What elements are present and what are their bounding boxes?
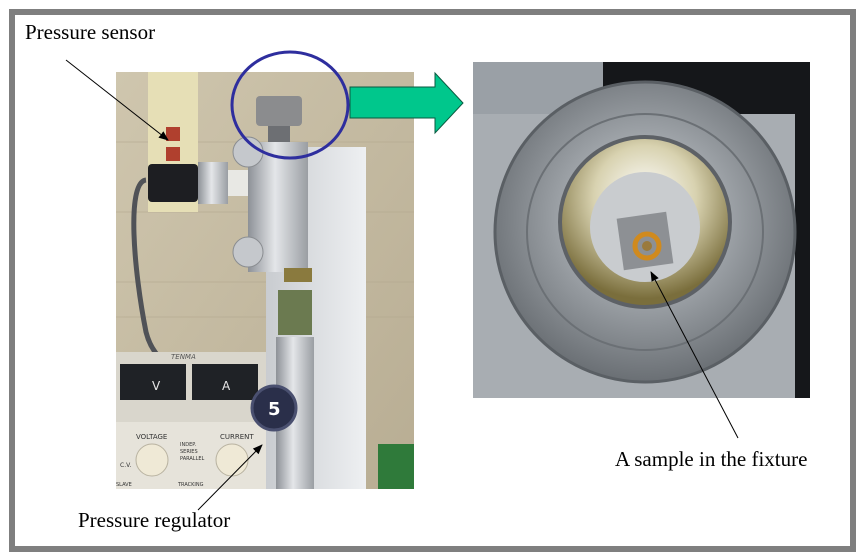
pressure-sensor xyxy=(148,162,248,204)
sample xyxy=(632,231,662,261)
meter-label-a: A xyxy=(222,379,231,393)
apparatus-photo: V A TENMA VOLTAGE CURRENT INDEP. SERIES … xyxy=(116,72,414,489)
fixture-illustration xyxy=(473,62,810,398)
slave-label: SLAVE xyxy=(116,482,132,488)
current-knob xyxy=(215,443,249,477)
mode-parallel: PARALLEL xyxy=(180,456,205,462)
apparatus-illustration: V A TENMA VOLTAGE CURRENT INDEP. SERIES … xyxy=(116,72,414,489)
sample-holder xyxy=(616,211,674,271)
circuit-board xyxy=(378,444,414,489)
cv-indicator-label: C.V. xyxy=(120,462,131,469)
tracking-label: TRACKING xyxy=(177,482,204,488)
mode-indep: INDEP. xyxy=(180,442,196,448)
regulator-dial: 5 xyxy=(250,384,298,432)
washer xyxy=(232,136,264,168)
voltage-knob xyxy=(135,443,169,477)
dial-number: 5 xyxy=(268,399,281,420)
knob-label-voltage: VOLTAGE xyxy=(136,433,167,441)
label-pressure-sensor: Pressure sensor xyxy=(25,20,156,44)
meter-label-v: V xyxy=(152,379,161,393)
brand-label: TENMA xyxy=(171,353,196,361)
knob-label-current: CURRENT xyxy=(220,433,254,441)
label-sample: A sample in the fixture xyxy=(615,447,808,471)
hex-fitting xyxy=(278,290,312,335)
power-supply: V A TENMA VOLTAGE CURRENT INDEP. SERIES … xyxy=(116,352,266,489)
fixture-closeup-photo xyxy=(473,62,810,398)
washer xyxy=(232,236,264,268)
knurled-cap xyxy=(256,96,302,126)
mode-series: SERIES xyxy=(180,449,198,455)
label-pressure-regulator: Pressure regulator xyxy=(78,508,231,532)
